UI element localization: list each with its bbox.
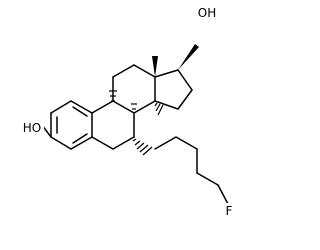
bond	[50, 100, 72, 114]
atom-label-fluorine: F	[222, 203, 236, 219]
label-background	[20, 120, 44, 136]
bond	[154, 136, 177, 150]
bond	[133, 100, 156, 114]
bond	[91, 136, 114, 150]
bond	[154, 100, 179, 110]
label-background	[222, 203, 236, 219]
label-background	[196, 6, 218, 20]
fluorine-text: F	[226, 204, 233, 218]
fluoropentyl-chain	[154, 136, 229, 205]
wedge-bond-hydroxyl	[178, 44, 199, 70]
fluoroalkyl-estradiol-structure: OH HO F	[20, 6, 236, 219]
bond	[112, 64, 135, 78]
bond	[50, 136, 72, 150]
bond	[112, 136, 135, 150]
ring-a-aromatic	[50, 100, 93, 150]
hash-bond	[155, 103, 161, 112]
ring-d	[154, 69, 193, 110]
bond	[196, 172, 219, 186]
atom-label-hydroxyl-3: HO	[20, 120, 44, 136]
hydroxyl-17-text: OH	[198, 6, 216, 20]
bond	[175, 136, 198, 150]
hash-bond	[157, 104, 164, 116]
double-bond-inner	[72, 106, 88, 117]
bond	[112, 100, 135, 114]
wedge-bond-methyl	[152, 56, 158, 77]
hash-bond	[136, 142, 145, 150]
bond	[70, 136, 93, 150]
bond	[133, 64, 156, 78]
hydroxyl-3-text: HO	[23, 121, 41, 135]
stereo-bonds	[109, 44, 199, 156]
bond	[70, 100, 93, 114]
hash-bond	[142, 146, 153, 156]
bond	[154, 69, 179, 78]
bond	[177, 69, 193, 91]
structure-canvas: OH HO F	[20, 6, 236, 219]
bond	[177, 89, 193, 110]
bond	[217, 184, 229, 205]
hash-bond	[154, 102, 158, 107]
bond	[91, 100, 114, 114]
atom-label-hydroxyl-17: OH	[196, 6, 218, 20]
hash-bond	[132, 138, 137, 142]
ring-b	[91, 100, 135, 150]
ring-c	[112, 64, 156, 114]
hash-bond	[139, 144, 149, 153]
hash-bond	[134, 140, 141, 146]
double-bond-inner	[72, 133, 88, 144]
